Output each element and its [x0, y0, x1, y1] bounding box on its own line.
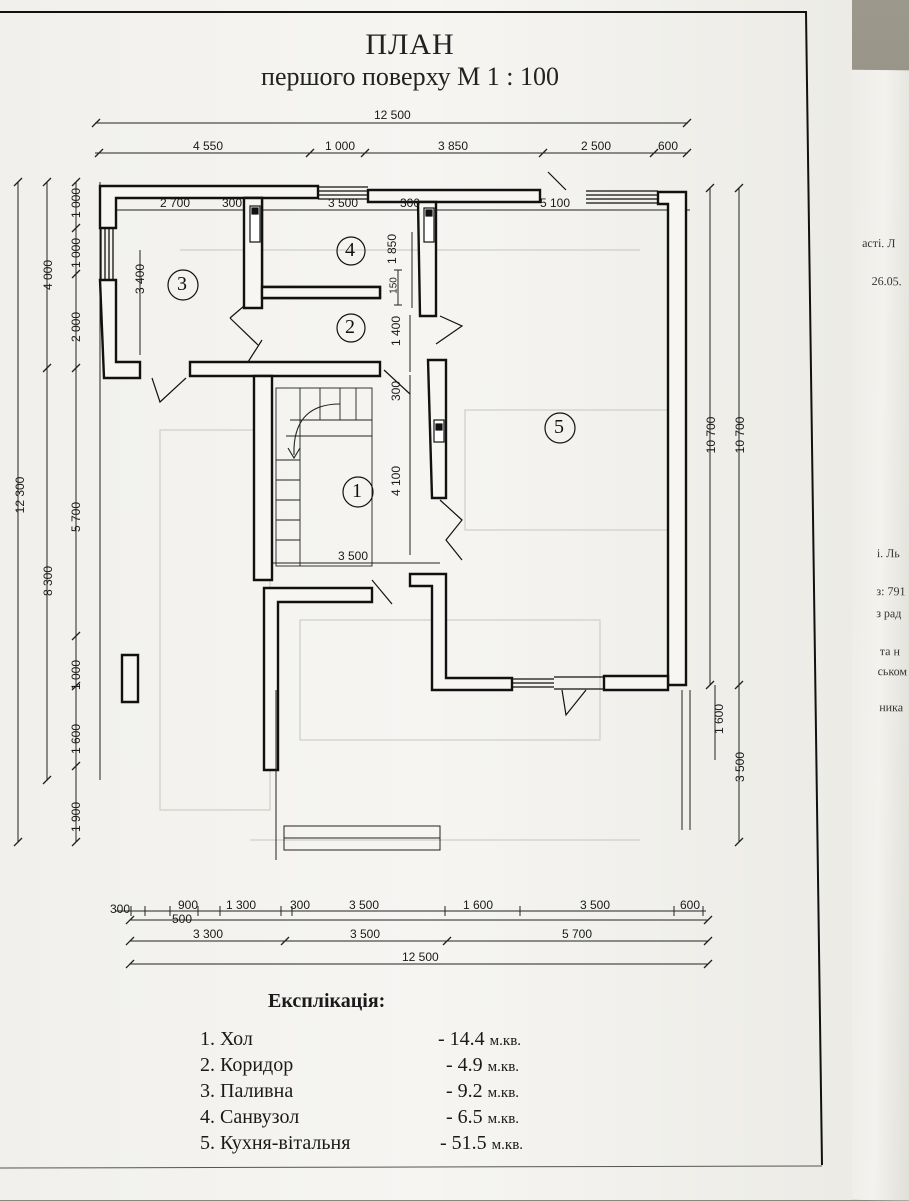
- dim-bottom-row1: 3 500: [349, 898, 380, 912]
- dim-bottom-row1: 900: [178, 898, 199, 912]
- explication-row: 2. Коридор - 4.9 м.кв.: [200, 1054, 580, 1080]
- dim-bottom-row2: 5 700: [562, 927, 593, 941]
- dim-bottom-row1: 3 500: [580, 898, 611, 912]
- dim-bottom-row1: 600: [680, 898, 701, 912]
- floor-plan-sheet: ПЛАН першого поверху М 1 : 100: [0, 0, 852, 1200]
- room-area: - 14.4 м.кв.: [438, 1028, 522, 1050]
- plumbing-fixtures: [249, 205, 445, 443]
- porch: [275, 690, 691, 860]
- walls: [98, 184, 688, 772]
- room-number-2: 2: [345, 316, 355, 338]
- dim-top-segment: 2 500: [581, 139, 612, 153]
- marker-150: [394, 269, 402, 306]
- chimney-block: [120, 653, 140, 704]
- dim-bottom-row2: 3 300: [193, 927, 224, 941]
- explication-row: 3. Паливна - 9.2 м.кв.: [200, 1080, 580, 1106]
- dim-top-segment: 600: [658, 139, 679, 153]
- dim-bottom-row1: 300: [110, 902, 131, 916]
- room-circles: [167, 236, 576, 508]
- room-name: 4. Санвузол: [200, 1106, 300, 1128]
- room-area: - 6.5 м.кв.: [446, 1106, 520, 1128]
- back-sheet-text: ськом: [877, 664, 908, 679]
- back-sheet-text: та н: [879, 644, 901, 659]
- dim-inner-top: 3 500: [328, 196, 359, 210]
- dim-inner-top: 300: [222, 196, 243, 210]
- dim-bottom-total: 12 500: [402, 950, 439, 964]
- room-name: 2. Коридор: [200, 1054, 294, 1076]
- dim-top-segment: 4 550: [193, 139, 224, 153]
- dim-bottom-row1: 500: [172, 912, 193, 926]
- door-swings: [151, 171, 587, 717]
- room-number-3: 3: [177, 273, 187, 295]
- dim-bottom-row1: 1 300: [226, 898, 257, 912]
- dimension-labels: 12 500 4 550 1 000 3 850 2 500 600 2 700…: [13, 108, 747, 964]
- floor-plan-drawing: [0, 11, 823, 1169]
- dim-top-segment: 1 000: [325, 139, 356, 153]
- room-area: - 4.9 м.кв.: [446, 1054, 520, 1076]
- explication-title: Експлікація:: [268, 990, 386, 1012]
- room-area: - 51.5 м.кв.: [440, 1132, 524, 1154]
- back-sheet-text: ника: [879, 700, 904, 715]
- dim-top-total: 12 500: [374, 108, 411, 122]
- windows: [100, 186, 658, 690]
- room-number-1: 1: [352, 480, 362, 502]
- dim-hall-width: 3 500: [338, 549, 369, 563]
- explication-row: 4. Санвузол - 6.5 м.кв.: [200, 1106, 580, 1132]
- dimension-ticks: [13, 118, 744, 969]
- explication-row: 1. Хол - 14.4 м.кв.: [200, 1028, 580, 1054]
- back-sheet-text: 26.05.: [871, 273, 902, 289]
- room-name: 1. Хол: [200, 1028, 253, 1050]
- room-number-5: 5: [554, 416, 564, 438]
- dim-bottom-row2: 3 500: [350, 927, 381, 941]
- back-sheet-text: асті. Л: [862, 235, 896, 251]
- dim-top-segment: 3 850: [438, 139, 469, 153]
- room-name: 3. Паливна: [200, 1080, 294, 1102]
- room-name: 5. Кухня-вітальня: [200, 1132, 351, 1154]
- dim-inner-top: 5 100: [540, 196, 571, 210]
- staircase: [275, 387, 373, 567]
- bottom-row-crosses: [130, 906, 704, 916]
- dimension-lines: [17, 122, 740, 965]
- room-number-4: 4: [345, 239, 355, 261]
- room-area: - 9.2 м.кв.: [446, 1080, 520, 1102]
- back-sheet-text: і. Ль: [876, 546, 900, 561]
- plan-subtitle: першого поверху М 1 : 100: [261, 62, 559, 91]
- dim-inner-top: 2 700: [160, 196, 191, 210]
- explication-row: 5. Кухня-вітальня - 51.5 м.кв.: [200, 1132, 580, 1158]
- back-sheet-text: з рад: [876, 606, 902, 621]
- dim-inner-top: 300: [400, 196, 421, 210]
- dim-bottom-row1: 1 600: [463, 898, 494, 912]
- sheet-frame: [0, 11, 823, 1166]
- plan-title: ПЛАН: [365, 28, 455, 61]
- back-sheet-text: з: 791: [876, 584, 906, 599]
- room-number-labels: 1 2 3 4 5: [177, 239, 564, 502]
- dim-bottom-row1: 300: [290, 898, 311, 912]
